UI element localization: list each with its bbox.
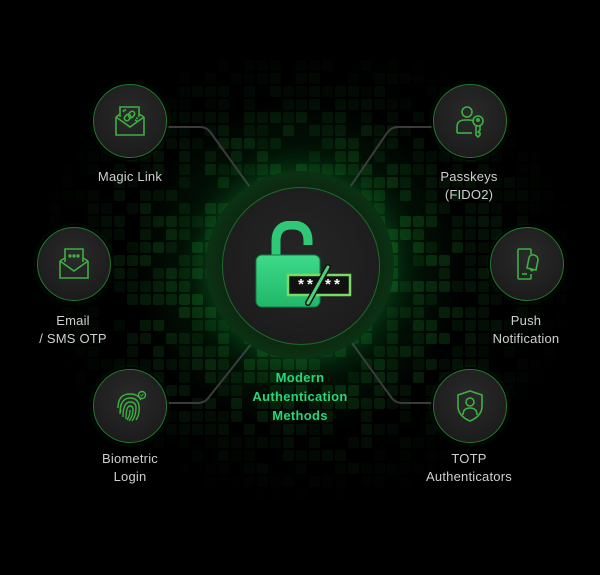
fingerprint-icon: [117, 390, 147, 422]
node-magic-link: [93, 84, 167, 158]
node-totp-authenticators: [433, 369, 507, 443]
open-padlock-password-icon: **/**: [255, 221, 352, 308]
shield-user-icon: [457, 390, 483, 422]
phone-bell-icon: [517, 248, 539, 280]
node-push-notification: [490, 227, 564, 301]
label-totp-authenticators: TOTP Authenticators: [426, 451, 512, 484]
connector-passkeys: [347, 126, 433, 191]
connector-totp: [351, 342, 433, 404]
envelope-link-icon: [115, 106, 145, 136]
connector-biometric: [165, 342, 253, 404]
connector-magic-link: [165, 126, 253, 191]
label-email-sms-otp: Email / SMS OTP: [39, 313, 107, 346]
envelope-message-icon: [59, 248, 89, 279]
node-email-sms-otp: [37, 227, 111, 301]
label-passkeys: Passkeys (FIDO2): [440, 169, 498, 202]
node-passkeys: [433, 84, 507, 158]
label-magic-link: Magic Link: [97, 169, 163, 184]
node-biometric-login: [93, 369, 167, 443]
label-biometric-login: Biometric Login: [102, 451, 158, 484]
label-push-notification: Push Notification: [492, 313, 560, 346]
center-hub: **/**: [222, 187, 380, 345]
center-title: Modern Authentication Methods: [252, 370, 348, 423]
user-key-icon: [456, 106, 484, 139]
